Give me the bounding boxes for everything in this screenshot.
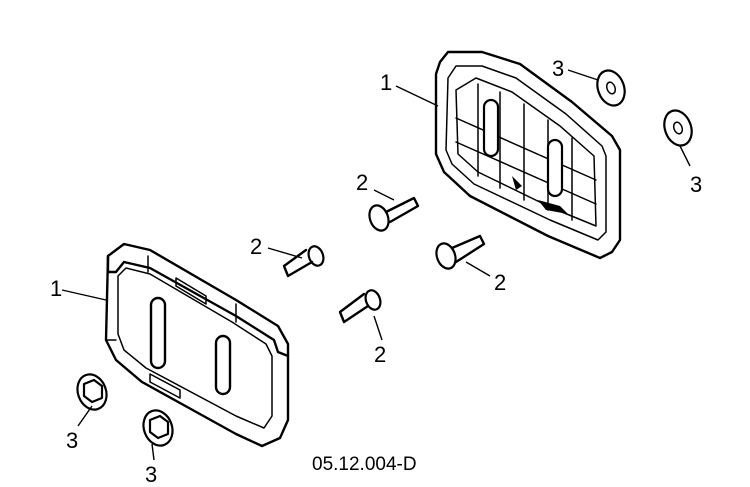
leader-lines <box>61 69 691 461</box>
flange-nut-a <box>596 69 626 107</box>
skid-shoe-lower <box>104 242 290 448</box>
carriage-bolt-a <box>368 196 420 232</box>
flange-nut-d <box>142 409 174 447</box>
callout-flange-nut-b: 3 <box>690 172 702 197</box>
callout-carriage-bolt-a: 2 <box>356 170 368 195</box>
callout-skid-shoe-upper: 1 <box>380 70 392 95</box>
flange-nut-c <box>76 373 108 411</box>
carriage-bolt-c <box>435 234 486 270</box>
callout-carriage-bolt-b: 2 <box>250 234 262 259</box>
skid-shoe-upper <box>434 50 622 260</box>
callout-carriage-bolt-c: 2 <box>494 270 506 295</box>
carriage-bolt-d <box>338 289 382 324</box>
callout-carriage-bolt-d: 2 <box>374 342 386 367</box>
callout-flange-nut-a: 3 <box>552 56 564 81</box>
flange-nut-b <box>663 109 693 147</box>
callout-flange-nut-c: 3 <box>66 428 78 453</box>
drawing-code: 05.12.004-D <box>312 454 417 475</box>
callout-flange-nut-d: 3 <box>145 462 157 487</box>
callout-skid-shoe-lower: 1 <box>50 276 62 301</box>
carriage-bolt-b <box>282 245 325 278</box>
